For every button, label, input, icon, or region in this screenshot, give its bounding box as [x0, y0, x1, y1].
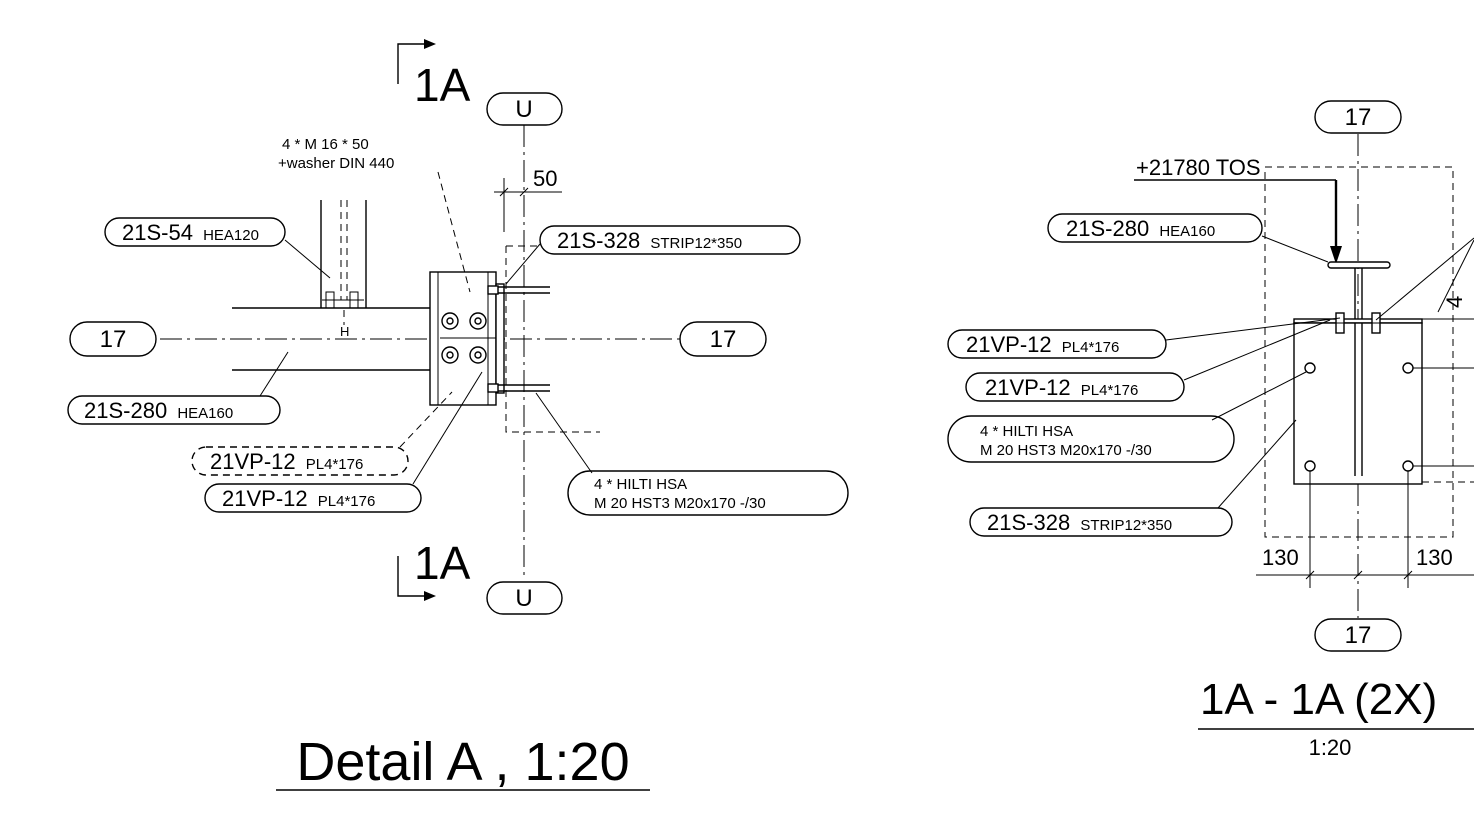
grid-bubble-17-right: 17 — [679, 321, 767, 357]
svg-text:130: 130 — [1262, 545, 1299, 570]
svg-text:17: 17 — [1345, 622, 1372, 649]
section-scale: 1:20 — [1309, 735, 1352, 760]
svg-text:21S-328 STRIP12*350: 21S-328 STRIP12*350 — [557, 228, 742, 253]
beam-hea120: H — [320, 200, 367, 339]
label-21s-280-section: 21S-280 HEA160 — [1047, 213, 1329, 263]
svg-text:21S-54 HEA120: 21S-54 HEA120 — [122, 220, 259, 245]
bolt-note: 4 * M 16 * 50 +washer DIN 440 — [278, 136, 471, 293]
svg-text:21VP-12 PL4*176: 21VP-12 PL4*176 — [966, 332, 1119, 357]
anchor-hole — [1304, 362, 1316, 374]
svg-text:M 20 HST3 M20x170 -/30: M 20 HST3 M20x170 -/30 — [594, 495, 766, 512]
svg-text:17: 17 — [1345, 104, 1372, 131]
svg-text:+21780 TOS: +21780 TOS — [1136, 155, 1261, 180]
svg-text:M 20 HST3 M20x170 -/30: M 20 HST3 M20x170 -/30 — [980, 442, 1152, 459]
label-21vp-12-section-2: 21VP-12 PL4*176 — [965, 237, 1474, 402]
svg-text:4 * HILTI HSA: 4 * HILTI HSA — [980, 423, 1073, 440]
section-label-top: 1A — [414, 59, 471, 111]
svg-text:21S-280 HEA160: 21S-280 HEA160 — [84, 398, 233, 423]
label-21s-328-section: 21S-328 STRIP12*350 — [969, 419, 1297, 537]
svg-text:21S-280 HEA160: 21S-280 HEA160 — [1066, 216, 1215, 241]
grid-bubble-17-left: 17 — [69, 321, 157, 357]
svg-text:4 * M 16 * 50: 4 * M 16 * 50 — [282, 136, 369, 153]
strip-outline-section — [1264, 166, 1454, 538]
svg-text:+washer DIN 440: +washer DIN 440 — [278, 155, 394, 172]
dim-50: 50 — [494, 166, 562, 232]
svg-text:17: 17 — [100, 326, 127, 353]
strip-outline — [505, 246, 600, 433]
strip-plate-section — [1293, 322, 1423, 485]
label-21s-328: 21S-328 STRIP12*350 — [505, 225, 801, 285]
label-21vp-12-section-1: 21VP-12 PL4*176 — [947, 317, 1341, 359]
section-title: 1A - 1A (2X) — [1200, 675, 1437, 724]
section-mark-top: 1A — [397, 39, 471, 111]
svg-text:50: 50 — [533, 166, 557, 191]
label-21s-280: 21S-280 HEA160 — [67, 351, 289, 425]
dim-130: 130 130 — [1256, 471, 1474, 588]
label-21s-54: 21S-54 HEA120 — [104, 217, 331, 279]
grid-bubble-17-top: 17 — [1314, 100, 1402, 134]
end-plate — [429, 271, 550, 406]
label-21vp-12: 21VP-12 PL4*176 — [204, 371, 483, 513]
level-marker: +21780 TOS — [1134, 155, 1342, 264]
grid-bubble-u-bottom: U — [486, 581, 563, 615]
anchor-note-section: 4 * HILTI HSA M 20 HST3 M20x170 -/30 — [947, 371, 1307, 463]
anchor-note: 4 * HILTI HSA M 20 HST3 M20x170 -/30 — [535, 392, 849, 516]
section-1a: 17 17 +21780 TOS — [947, 100, 1474, 760]
svg-text:4 * HILTI HSA: 4 * HILTI HSA — [594, 476, 687, 493]
dim-h: H — [340, 324, 349, 339]
svg-text:U: U — [515, 585, 532, 612]
dim-4: 4 — [1442, 296, 1467, 308]
svg-text:17: 17 — [710, 326, 737, 353]
svg-text:21VP-12 PL4*176: 21VP-12 PL4*176 — [222, 486, 375, 511]
svg-text:U: U — [515, 96, 532, 123]
grid-bubble-17-bottom: 17 — [1314, 618, 1402, 652]
section-label-bottom: 1A — [414, 537, 471, 589]
detail-a-title: Detail A , 1:20 — [296, 732, 629, 792]
section-mark-bottom: 1A — [397, 537, 471, 601]
beam-flange-section — [1327, 261, 1391, 269]
svg-text:21VP-12 PL4*176: 21VP-12 PL4*176 — [985, 375, 1138, 400]
label-21vp-12-hidden: 21VP-12 PL4*176 — [191, 391, 453, 476]
detail-a: 1A 1A U U 17 17 — [67, 39, 849, 792]
grid-bubble-u-top: U — [486, 92, 563, 126]
svg-text:21S-328 STRIP12*350: 21S-328 STRIP12*350 — [987, 510, 1172, 535]
svg-text:130: 130 — [1416, 545, 1453, 570]
svg-text:21VP-12 PL4*176: 21VP-12 PL4*176 — [210, 449, 363, 474]
